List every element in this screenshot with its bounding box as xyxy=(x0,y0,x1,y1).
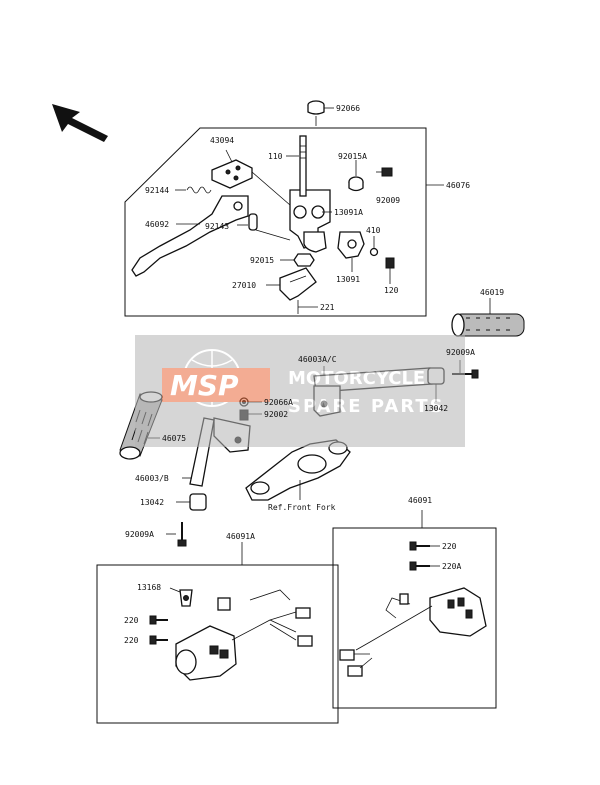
label-13091: 13091 xyxy=(336,275,360,284)
clamp-13091 xyxy=(337,231,365,272)
collar-13042-left xyxy=(176,493,207,511)
label-46091: 46091 xyxy=(408,496,432,505)
fork-top-bridge xyxy=(245,439,351,501)
label-92002: 92002 xyxy=(264,410,288,419)
label-46075: 46075 xyxy=(162,434,186,443)
label-46003B: 46003/B xyxy=(135,474,169,483)
screw-92009 xyxy=(376,167,393,177)
label-110: 110 xyxy=(268,152,283,161)
label-46092: 46092 xyxy=(145,220,169,229)
label-410: 410 xyxy=(366,226,381,235)
clip-13168 xyxy=(169,587,193,607)
screws-220-220A xyxy=(409,541,440,571)
screw-221 xyxy=(297,300,318,314)
label-13042-left: 13042 xyxy=(140,498,164,507)
label-92066A: 92066A xyxy=(264,398,293,407)
clamp-13091A xyxy=(303,211,332,253)
label-13091A: 13091A xyxy=(334,208,363,217)
master-cylinder-box xyxy=(124,127,427,317)
screw-120 xyxy=(385,257,395,284)
label-221: 221 xyxy=(320,303,335,312)
watermark-line1: MOTORCYCLE xyxy=(288,368,425,389)
label-front-fork: Ref.Front Fork xyxy=(268,503,336,512)
brake-lever-46092 xyxy=(131,195,249,277)
label-92015: 92015 xyxy=(250,256,274,265)
label-220-l1: 220 xyxy=(124,616,139,625)
label-13042-right: 13042 xyxy=(424,404,448,413)
switch-27010 xyxy=(266,267,317,301)
label-46091A: 46091A xyxy=(226,532,255,541)
label-92066: 92066 xyxy=(336,104,360,113)
cap-92066 xyxy=(307,100,334,126)
left-switch-connectors xyxy=(269,607,313,647)
left-switch-housing xyxy=(175,589,297,681)
label-220-r1: 220 xyxy=(442,542,457,551)
spring-92144 xyxy=(175,186,212,194)
label-27010: 27010 xyxy=(232,281,256,290)
label-92144: 92144 xyxy=(145,186,169,195)
bolt-110 xyxy=(286,135,307,197)
label-220A: 220A xyxy=(442,562,461,571)
right-switch-housing xyxy=(355,587,487,651)
screws-220-left xyxy=(149,615,168,645)
watermark-logo-bg xyxy=(162,368,270,402)
washer-410 xyxy=(369,236,379,257)
label-46003AC: 46003A/C xyxy=(298,355,337,364)
nut-92015 xyxy=(280,253,315,267)
watermark: MSP MOTORCYCLE SPARE PARTS xyxy=(135,335,465,447)
label-92015A: 92015A xyxy=(338,152,367,161)
label-120: 120 xyxy=(384,286,399,295)
label-43094: 43094 xyxy=(210,136,234,145)
screw-92009A-bottom xyxy=(166,522,187,547)
label-92009: 92009 xyxy=(376,196,400,205)
label-92009A-top: 92009A xyxy=(446,348,475,357)
label-92143: 92143 xyxy=(205,222,229,231)
pin-92143 xyxy=(237,213,291,241)
nut-92015A xyxy=(348,160,364,192)
label-46019: 46019 xyxy=(480,288,504,297)
label-220-l2: 220 xyxy=(124,636,139,645)
grip-46019 xyxy=(451,298,525,337)
watermark-logo: MSP xyxy=(170,369,239,402)
left-switch-box xyxy=(96,564,339,724)
label-46076: 46076 xyxy=(446,181,470,190)
direction-arrow xyxy=(52,104,108,142)
right-switch-connectors xyxy=(339,649,373,677)
master-cylinder-body xyxy=(251,171,331,249)
part-labels: 92066 43094 110 92015A 92144 92009 46076… xyxy=(124,104,504,645)
watermark-line2: SPARE PARTS xyxy=(288,396,445,417)
right-switch-box xyxy=(332,527,497,709)
label-92009A-bottom: 92009A xyxy=(125,530,154,539)
label-13168: 13168 xyxy=(137,583,161,592)
reservoir-cap-43094 xyxy=(211,149,253,189)
